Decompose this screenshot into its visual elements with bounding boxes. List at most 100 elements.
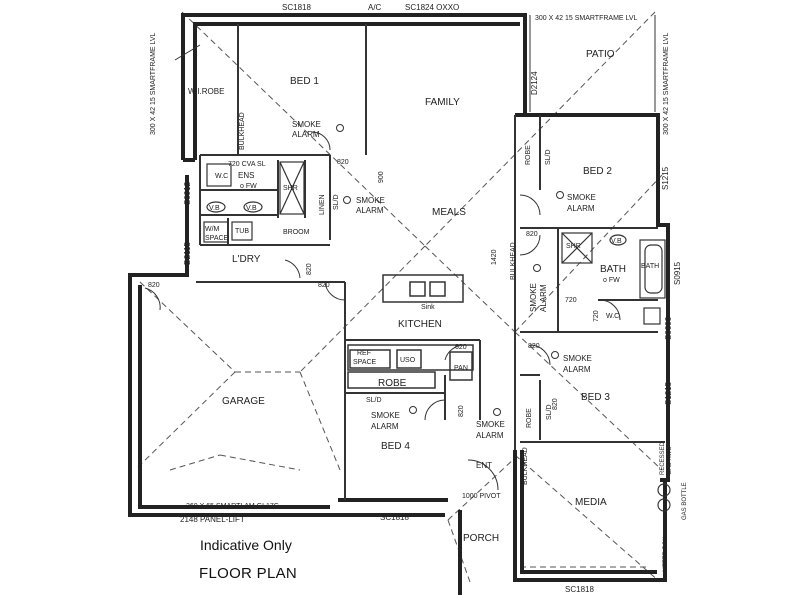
door-width-label: 820 <box>148 282 160 289</box>
sliding-door-label: SL/D <box>333 194 340 210</box>
smoke-alarm-label: ALARM <box>356 206 384 215</box>
vertical-fixture-labels: BULKHEAD BULKHEAD BULKHEAD LINEN SL/D SL… <box>239 112 553 485</box>
ref-space-label: SPACE <box>353 359 377 366</box>
wm-space-label: W/M <box>205 226 220 233</box>
smoke-alarm-vertical-labels: SMOKE ALARM <box>529 283 548 312</box>
window-label-top: SC1824 OXXO <box>405 3 459 12</box>
door-width-label: 620 <box>455 344 467 351</box>
shower-label: SHR <box>283 185 298 192</box>
room-ens: ENS <box>238 171 254 180</box>
fixture-labels: W.C W.C SHR SHR V.B V.B V.B W/M SPACE TU… <box>205 161 659 404</box>
room-meals: MEALS <box>432 207 466 218</box>
smoke-alarm-label: ALARM <box>371 422 399 431</box>
wc-label: W.C <box>215 173 228 180</box>
floor-waste-label: o FW <box>603 277 620 284</box>
window-label: S1215 <box>664 381 673 405</box>
window-label-top: SC1818 <box>282 3 311 12</box>
kitchen-fixtures <box>347 274 474 389</box>
exterior-walls <box>128 13 670 595</box>
sink-label: Sink <box>421 304 435 311</box>
smoke-alarm-label: ALARM <box>539 284 548 312</box>
room-bed4: BED 4 <box>381 441 410 452</box>
room-labels: BED 1 FAMILY PATIO W.I.ROBE ENS BED 2 ME… <box>188 49 626 544</box>
beam-label: 260 X 65 SMARTLAM GL17C <box>186 503 279 510</box>
opening-label: 1420 <box>491 249 498 265</box>
meter-box-label: METER BOX <box>663 537 669 572</box>
vanity-label: V.B <box>246 205 257 212</box>
window-label: SC1818 <box>565 585 594 594</box>
room-ldry: L'DRY <box>232 254 261 265</box>
smoke-alarm-label: SMOKE <box>567 193 596 202</box>
pantry-label: PAN <box>454 365 468 372</box>
door-width-label: 820 <box>528 343 540 350</box>
room-media: MEDIA <box>575 497 607 508</box>
room-wirobe: W.I.ROBE <box>188 87 224 96</box>
door-width-label: 720 <box>565 297 577 304</box>
dimension-labels: SC1818 A/C SC1824 OXXO 300 X 42 15 SMART… <box>148 3 638 594</box>
robe-label: ROBE <box>526 408 533 428</box>
frame-label: 300 X 42 15 SMARTFRAME LVL <box>663 32 670 135</box>
bulkhead-label: BULKHEAD <box>510 242 517 280</box>
smoke-alarm-label: ALARM <box>567 204 595 213</box>
hws-label: GAS HWS <box>667 447 673 475</box>
ref-space-label: REF <box>357 350 371 357</box>
room-bath: BATH <box>600 264 626 275</box>
smoke-alarm-label: SMOKE <box>371 411 400 420</box>
window-label: D2115 <box>183 241 192 265</box>
smoke-alarm-label: ALARM <box>563 365 591 374</box>
room-garage: GARAGE <box>222 396 265 407</box>
door-width-label: 820 <box>526 231 538 238</box>
cva-label: 720 CVA SL <box>228 161 266 168</box>
tub-label: TUB <box>235 228 249 235</box>
smoke-alarm-label: SMOKE <box>476 420 505 429</box>
window-label: SC1818 <box>380 513 409 522</box>
room-bed2: BED 2 <box>583 166 612 177</box>
wc-label: W.C <box>606 313 619 320</box>
hws-label: RECESSED <box>660 441 666 475</box>
vanity-label: V.B <box>209 205 220 212</box>
sliding-door-label: SL/D <box>546 404 553 420</box>
patio-frame <box>174 15 656 112</box>
room-kitchen: KITCHEN <box>398 319 442 330</box>
ac-label: A/C <box>368 3 382 12</box>
broom-label: BROOM <box>283 229 310 236</box>
window-label: D2124 <box>530 71 539 95</box>
indicative-caption: Indicative Only <box>200 537 292 553</box>
smoke-alarm-labels: SMOKE ALARM SMOKE ALARM SMOKE ALARM SMOK… <box>292 120 596 440</box>
window-label: S0915 <box>673 261 682 285</box>
room-bed3: BED 3 <box>581 392 610 403</box>
door-width-label: 820 <box>337 159 349 166</box>
sliding-door-label: SL/D <box>545 149 552 165</box>
wm-space-label: SPACE <box>205 235 229 242</box>
gas-bottle-label: GAS BOTTLE <box>682 482 688 520</box>
smoke-alarm-label: SMOKE <box>292 120 321 129</box>
bath-fixtures <box>203 161 671 512</box>
shower-label: SHR <box>566 243 581 250</box>
floor-plan-title: FLOOR PLAN <box>199 565 298 582</box>
room-bed1: BED 1 <box>290 76 319 87</box>
door-width-label: 820 <box>552 398 559 410</box>
door-width-label: 820 <box>458 405 465 417</box>
robe-label: ROBE <box>525 145 532 165</box>
uso-label: USO <box>400 357 416 364</box>
smoke-alarm-label: SMOKE <box>356 196 385 205</box>
frame-label: 300 X 42 15 SMARTFRAME LVL <box>535 15 638 22</box>
opening-label: 900 <box>378 171 385 183</box>
door-width-label: 820 <box>318 282 330 289</box>
entry-door-label: 1000 PIVOT <box>462 493 501 500</box>
window-label: S1215 <box>661 166 670 190</box>
smoke-alarm-label: ALARM <box>292 130 320 139</box>
bulkhead-label: BULKHEAD <box>239 112 246 150</box>
floor-waste-label: o FW <box>240 183 257 190</box>
linen-label: LINEN <box>319 194 326 215</box>
smoke-alarm-label: SMOKE <box>529 283 538 312</box>
bath-tub-label: BATH <box>641 263 659 270</box>
room-patio: PATIO <box>586 49 615 60</box>
vertical-dimension-labels: 300 X 42 15 SMARTFRAME LVL 300 X 42 15 S… <box>150 32 688 572</box>
smoke-alarm-label: SMOKE <box>563 354 592 363</box>
sliding-door-label: SL/D <box>366 397 382 404</box>
window-label: S0912 <box>183 181 192 205</box>
room-ent: ENT <box>476 461 492 470</box>
room-porch: PORCH <box>463 533 499 544</box>
